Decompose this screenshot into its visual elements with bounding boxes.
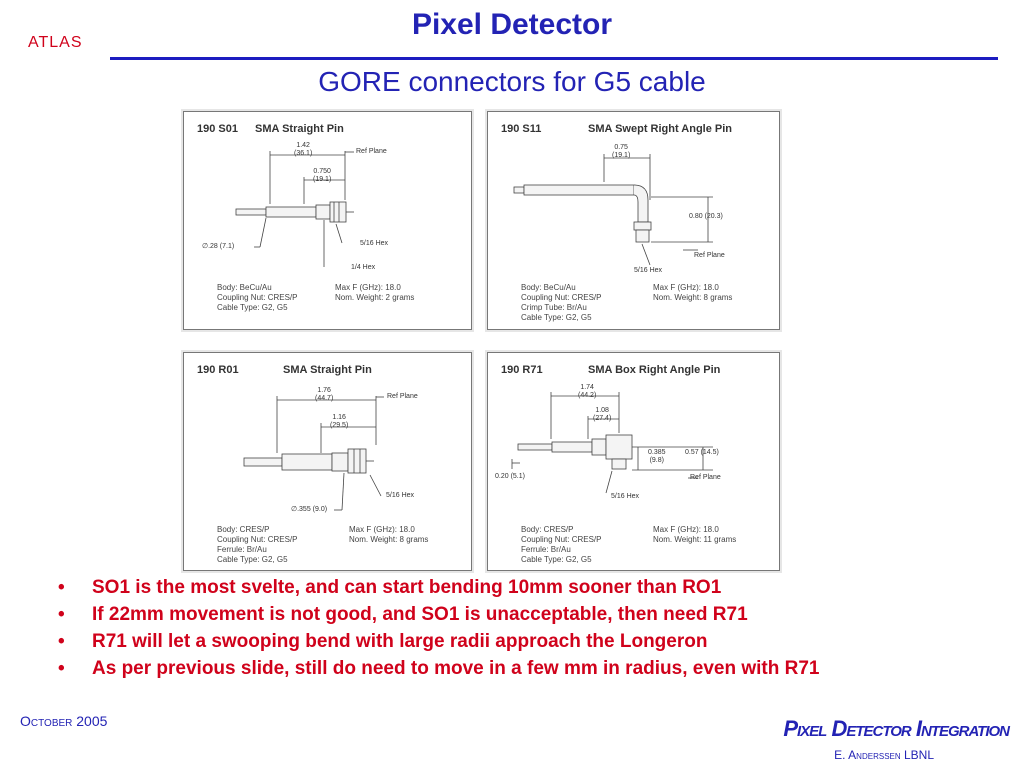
panel-part-name: SMA Straight Pin	[255, 123, 344, 135]
dim-inner-length: 0.750(19.1)	[313, 168, 332, 183]
spec-line: Nom. Weight: 2 grams	[335, 293, 415, 302]
ref-plane-label: Ref Plane	[356, 148, 387, 155]
panel-part-number: 190 R01	[197, 364, 239, 376]
bullet-item: SO1 is the most svelte, and can start be…	[58, 574, 1018, 601]
spec-line: Cable Type: G2, G5	[217, 555, 288, 564]
spec-line: Coupling Nut: CRES/P	[521, 535, 602, 544]
dim-top-length: 0.75(19.1)	[612, 144, 631, 159]
atlas-logo-text: ATLAS	[28, 34, 83, 51]
spec-line: Coupling Nut: CRES/P	[217, 535, 298, 544]
spec-list-performance: Max F (GHz): 18.0 Nom. Weight: 8 grams	[349, 525, 428, 545]
bullet-item: R71 will let a swooping bend with large …	[58, 628, 1018, 655]
panel-part-number: 190 S11	[501, 123, 542, 135]
panel-part-number: 190 S01	[197, 123, 238, 135]
r01-drawing	[243, 396, 384, 511]
spec-line: Max F (GHz): 18.0	[335, 283, 401, 292]
diameter-label: ∅.28 (7.1)	[202, 243, 235, 250]
ref-plane-label: Ref Plane	[694, 252, 725, 259]
hex-label: 5/16 Hex	[634, 267, 663, 274]
connector-panel-s01: 190 S01 SMA Straight Pin 1.42(36.1) 0.75…	[183, 111, 472, 330]
footer-project: Pixel Detector Integration	[783, 716, 1010, 741]
dim-inner-length: 1.08(27.4)	[593, 407, 612, 422]
spec-line: Nom. Weight: 11 grams	[653, 535, 737, 544]
slide-subtitle: GORE connectors for G5 cable	[318, 66, 706, 97]
spec-line: Body: BeCu/Au	[217, 283, 272, 292]
spec-list-materials: Body: CRES/P Coupling Nut: CRES/P Ferrul…	[521, 525, 601, 565]
hex-label: 5/16 Hex	[611, 493, 640, 500]
connector-datasheet-figure: 190 S01 SMA Straight Pin 1.42(36.1) 0.75…	[180, 109, 784, 571]
spec-line: Ferrule: Br/Au	[521, 545, 571, 554]
dim-overall-length: 1.42(36.1)	[294, 142, 313, 157]
spec-line: Body: BeCu/Au	[521, 283, 576, 292]
spec-line: Max F (GHz): 18.0	[653, 525, 719, 534]
connector-panel-s11: 190 S11 SMA Swept Right Angle Pin 0.75(1…	[487, 111, 780, 330]
dim-box-height: 0.385(9.8)	[648, 449, 666, 464]
r71-drawing	[511, 392, 713, 494]
panel-part-name: SMA Swept Right Angle Pin	[588, 123, 733, 135]
bullet-list: SO1 is the most svelte, and can start be…	[58, 574, 1018, 682]
connector-panel-r71: 190 R71 SMA Box Right Angle Pin 1.74(44.…	[487, 352, 780, 571]
panel-part-name: SMA Box Right Angle Pin	[588, 364, 721, 376]
dim-box-depth: 0.57 (14.5)	[685, 449, 719, 456]
dim-offset: 0.20 (5.1)	[495, 473, 525, 480]
bullet-item: If 22mm movement is not good, and SO1 is…	[58, 601, 1018, 628]
spec-line: Ferrule: Br/Au	[217, 545, 267, 554]
connector-panel-r01: 190 R01 SMA Straight Pin 1.76(44.7) 1.16…	[183, 352, 472, 571]
spec-line: Nom. Weight: 8 grams	[653, 293, 733, 302]
panel-part-name: SMA Straight Pin	[283, 364, 372, 376]
spec-list-materials: Body: CRES/P Coupling Nut: CRES/P Ferrul…	[217, 525, 297, 565]
dim-side-height: 0.80 (20.3)	[689, 213, 723, 220]
spec-list-performance: Max F (GHz): 18.0 Nom. Weight: 2 grams	[335, 283, 414, 303]
s01-drawing	[235, 151, 354, 267]
title-divider	[110, 57, 998, 60]
spec-line: Nom. Weight: 8 grams	[349, 535, 429, 544]
spec-line: Coupling Nut: CRES/P	[521, 293, 602, 302]
hex-label: 5/16 Hex	[360, 240, 389, 247]
spec-line: Cable Type: G2, G5	[521, 313, 592, 322]
footer-author: E. Anderssen LBNL	[834, 748, 934, 762]
hex-label-small: 1/4 Hex	[351, 264, 376, 271]
spec-line: Body: CRES/P	[217, 525, 270, 534]
spec-line: Cable Type: G2, G5	[521, 555, 592, 564]
spec-line: Body: CRES/P	[521, 525, 574, 534]
s11-drawing	[513, 154, 713, 266]
panel-part-number: 190 R71	[501, 364, 543, 376]
ref-plane-label: Ref Plane	[690, 474, 721, 481]
ref-plane-label: Ref Plane	[387, 393, 418, 400]
dim-overall-length: 1.76(44.7)	[315, 387, 334, 402]
slide-title: Pixel Detector	[411, 8, 613, 41]
spec-line: Coupling Nut: CRES/P	[217, 293, 298, 302]
spec-line: Max F (GHz): 18.0	[349, 525, 415, 534]
bullet-item: As per previous slide, still do need to …	[58, 655, 1018, 682]
hex-label: 5/16 Hex	[386, 492, 415, 499]
dim-inner-length: 1.16(29.5)	[330, 414, 349, 429]
spec-list-materials: Body: BeCu/Au Coupling Nut: CRES/P Cable…	[217, 283, 297, 313]
spec-list-performance: Max F (GHz): 18.0 Nom. Weight: 8 grams	[653, 283, 732, 303]
footer-date: October 2005	[20, 713, 108, 729]
spec-line: Max F (GHz): 18.0	[653, 283, 719, 292]
spec-list-performance: Max F (GHz): 18.0 Nom. Weight: 11 grams	[653, 525, 736, 545]
spec-line: Crimp Tube: Br/Au	[521, 303, 587, 312]
spec-line: Cable Type: G2, G5	[217, 303, 288, 312]
diameter-label: ∅.355 (9.0)	[291, 506, 328, 513]
dim-overall-length: 1.74(44.2)	[578, 384, 597, 399]
spec-list-materials: Body: BeCu/Au Coupling Nut: CRES/P Crimp…	[521, 283, 601, 323]
